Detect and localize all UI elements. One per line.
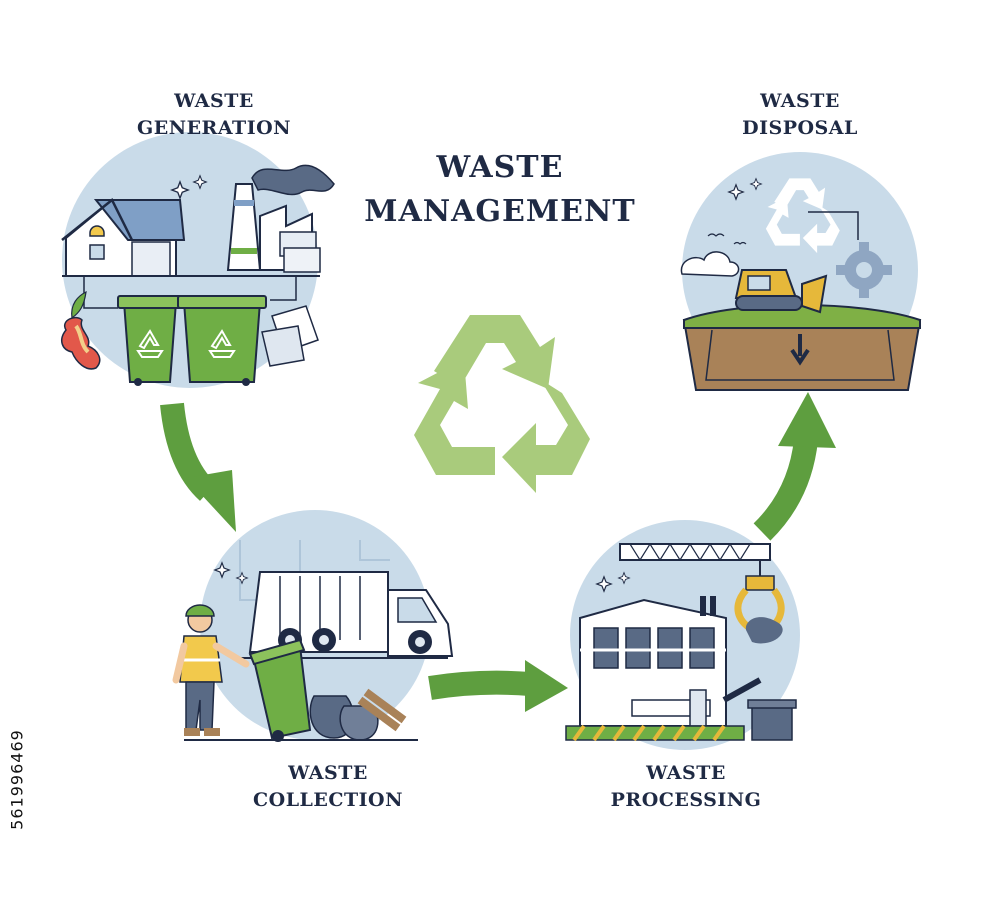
diagram-title: WASTE MANAGEMENT: [330, 146, 670, 234]
stage-collection-illustration: [172, 510, 454, 742]
apple-core-icon: [61, 290, 101, 370]
trash-bag-icon: [309, 688, 407, 741]
garbage-truck-icon: [248, 571, 454, 657]
stock-image-id: 561996469: [7, 729, 27, 830]
recycle-icon: [765, 178, 840, 254]
recycle-icon: [414, 315, 590, 493]
diagram-title-line1: WASTE: [436, 150, 564, 185]
cloud-icon: [680, 251, 740, 277]
landfill-icon: [682, 304, 922, 391]
crane-icon: [619, 542, 785, 644]
flow-arrow-generation-to-collection: [160, 402, 236, 532]
factory-icon: [226, 164, 335, 273]
worker-icon: [172, 604, 250, 736]
gear-icon: [836, 242, 892, 298]
bulldozer-icon: [734, 269, 828, 314]
stage-disposal-illustration: [680, 152, 922, 391]
recycle-bin-icon: [248, 638, 312, 742]
flow-arrow-processing-to-disposal: [753, 392, 836, 541]
stage-label-collection: WASTE COLLECTION: [253, 762, 403, 811]
stage-processing-illustration: [565, 520, 800, 750]
stage-label-generation: WASTE GENERATION: [137, 90, 291, 139]
stage-generation-illustration: [61, 132, 335, 388]
flow-arrow-collection-to-processing: [428, 660, 568, 712]
processing-plant-icon: [579, 596, 727, 727]
house-icon: [61, 198, 186, 277]
stage-label-disposal: WASTE DISPOSAL: [742, 90, 858, 139]
recycle-bin-icon: [117, 295, 267, 386]
stage-label-processing: WASTE PROCESSING: [610, 762, 762, 811]
diagram-title-line2: MANAGEMENT: [364, 194, 636, 229]
